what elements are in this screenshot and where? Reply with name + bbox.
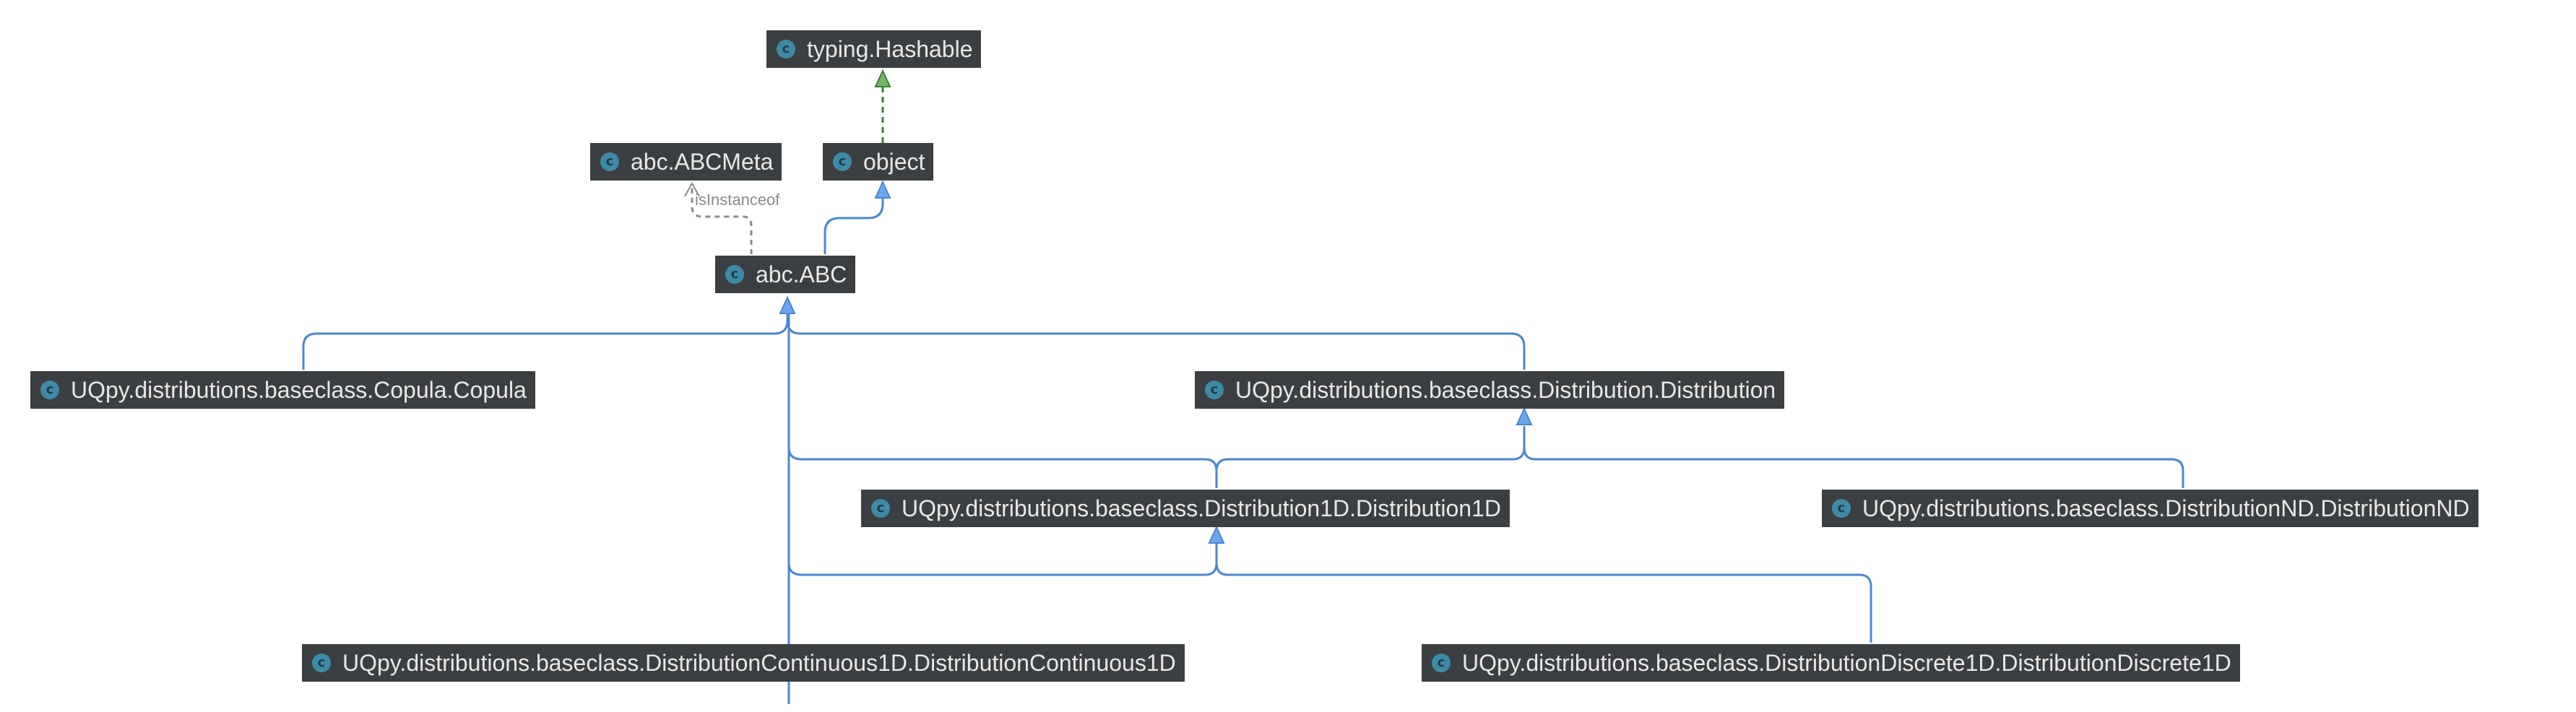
class-icon: c — [871, 499, 890, 518]
class-label: UQpy.distributions.baseclass.Distributio… — [1462, 650, 2231, 676]
edge-distribution1d-to-distribution — [787, 447, 1218, 488]
class-icon: c — [1432, 654, 1451, 672]
edge-distribution-to-abc — [786, 320, 1526, 370]
class-label: object — [863, 149, 925, 175]
class-node-abc-abc[interactable]: c abc.ABC — [715, 256, 856, 293]
class-node-distribution1d[interactable]: c UQpy.distributions.baseclass.Distribut… — [861, 490, 1510, 527]
class-node-distribution[interactable]: c UQpy.distributions.baseclass.Distribut… — [1195, 371, 1785, 409]
arrow-abc — [779, 295, 796, 314]
arrow-distribution1d — [1208, 525, 1225, 544]
class-label: UQpy.distributions.baseclass.Distributio… — [342, 650, 1176, 676]
arrow-abcmeta — [684, 181, 700, 197]
class-icon: c — [777, 40, 795, 58]
class-icon: c — [1832, 499, 1851, 518]
class-icon: c — [600, 152, 619, 171]
class-icon: c — [833, 152, 852, 171]
edge-discrete1d-to-distribution1d — [1215, 563, 1872, 643]
class-icon: c — [40, 381, 59, 399]
edge-abc-to-object — [824, 185, 884, 254]
edge-continuous1d-to-distribution1d — [787, 543, 1218, 576]
class-node-discrete1d[interactable]: c UQpy.distributions.baseclass.Distribut… — [1422, 644, 2240, 682]
edge-abc-to-abcmeta — [691, 185, 753, 254]
class-label: UQpy.distributions.baseclass.Copula.Copu… — [71, 377, 527, 403]
class-node-object[interactable]: c object — [823, 143, 934, 181]
class-label: UQpy.distributions.baseclass.Distributio… — [1235, 377, 1776, 403]
class-label: abc.ABCMeta — [631, 149, 774, 175]
arrow-distribution — [1516, 407, 1533, 425]
class-node-distributionnd[interactable]: c UQpy.distributions.baseclass.Distribut… — [1822, 490, 2478, 527]
class-label: typing.Hashable — [807, 36, 973, 62]
class-label: abc.ABC — [756, 261, 847, 287]
class-node-typing-hashable[interactable]: c typing.Hashable — [766, 30, 982, 68]
class-icon: c — [1205, 381, 1224, 399]
class-label: UQpy.distributions.baseclass.Distributio… — [1862, 495, 2470, 521]
class-node-continuous1d[interactable]: c UQpy.distributions.baseclass.Distribut… — [302, 644, 1185, 682]
edge-distribution-junction — [1215, 447, 1526, 472]
edge-copula-to-abc — [302, 302, 789, 370]
arrow-hashable — [874, 69, 891, 87]
arrow-object — [874, 180, 891, 199]
isinstanceof-label: isInstanceof — [695, 191, 780, 209]
class-icon: c — [312, 654, 331, 672]
class-icon: c — [725, 265, 744, 284]
class-node-copula[interactable]: c UQpy.distributions.baseclass.Copula.Co… — [30, 371, 535, 409]
class-label: UQpy.distributions.baseclass.Distributio… — [902, 495, 1501, 521]
class-node-abc-abcmeta[interactable]: c abc.ABCMeta — [590, 143, 782, 181]
edge-distributionnd-to-distribution — [1523, 426, 2184, 488]
